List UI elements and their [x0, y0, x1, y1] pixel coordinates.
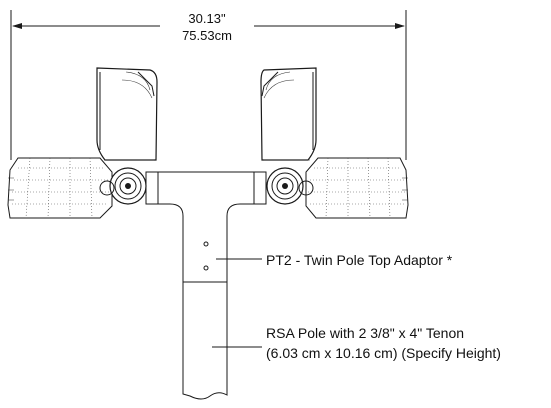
adaptor-callout: PT2 - Twin Pole Top Adaptor * — [266, 252, 453, 268]
dimension-inches: 30.13" — [188, 11, 226, 26]
right-knuckle — [266, 167, 314, 205]
pole-callout-line2: (6.03 cm x 10.16 cm) (Specify Height) — [266, 345, 501, 361]
width-dimension: 30.13" 75.53cm — [10, 10, 407, 160]
twin-pole-top-adaptor — [145, 171, 267, 283]
pole-callout-line1: RSA Pole with 2 3/8" x 4" Tenon — [266, 325, 464, 341]
right-fixture-head — [260, 67, 317, 161]
rsa-pole — [182, 281, 228, 400]
left-knuckle — [99, 167, 147, 205]
left-fixture-head — [96, 67, 158, 161]
left-lens-housing — [7, 157, 113, 219]
dimension-arrow-right — [395, 23, 405, 29]
right-lens-housing — [305, 157, 409, 219]
dimension-arrow-left — [12, 23, 22, 29]
dimension-cm: 75.53cm — [182, 28, 232, 43]
dimension-label-bg — [160, 12, 254, 38]
